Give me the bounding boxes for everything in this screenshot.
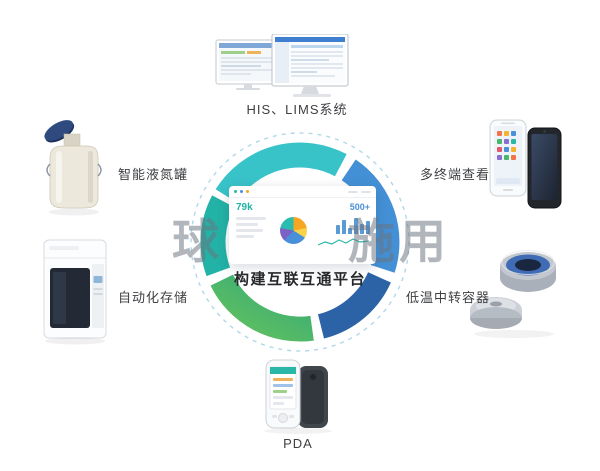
dashboard-body: 79k 500+ <box>229 198 376 264</box>
pie-chart-icon <box>279 217 307 244</box>
kpi-value: 500+ <box>349 202 370 212</box>
dot-icon <box>234 190 237 193</box>
nitrogen-tank-image <box>44 120 102 216</box>
platform-title: 构建互联互通平台 <box>233 271 367 288</box>
bar-chart-icon <box>314 214 370 234</box>
watermark-fragment-left: 球 <box>172 215 223 268</box>
pda-handheld-image <box>264 359 332 434</box>
menu-bar-icon <box>348 190 358 193</box>
dot-icon <box>246 190 249 193</box>
automated-storage-image <box>43 239 107 345</box>
his-lims-monitors-image <box>215 34 349 97</box>
cryo-transfer-container-image <box>470 250 556 338</box>
node-label-multi-terminal: 多终端查看 <box>420 167 491 182</box>
node-label-nitrogen-tank: 智能液氮罐 <box>118 167 189 182</box>
node-label-cryo-container: 低温中转容器 <box>406 290 491 305</box>
dot-icon <box>240 190 243 193</box>
node-label-automated-storage: 自动化存储 <box>118 290 189 305</box>
dashboard-header <box>229 186 376 198</box>
ring-segment-left <box>200 195 235 277</box>
kpi-value: 79k <box>236 202 253 213</box>
dashboard-stats: 500+ <box>314 202 370 259</box>
dashboard-pie-chart <box>278 202 308 259</box>
sparkline-icon <box>318 238 370 246</box>
multi-terminal-phones-image <box>489 119 562 209</box>
menu-bar-icon <box>361 190 371 193</box>
dashboard-kpi-left: 79k <box>236 202 272 259</box>
node-label-pda: PDA <box>283 436 313 451</box>
node-label-his-lims: HIS、LIMS系统 <box>246 102 348 117</box>
center-dashboard-card: 79k 500+ <box>229 186 376 264</box>
